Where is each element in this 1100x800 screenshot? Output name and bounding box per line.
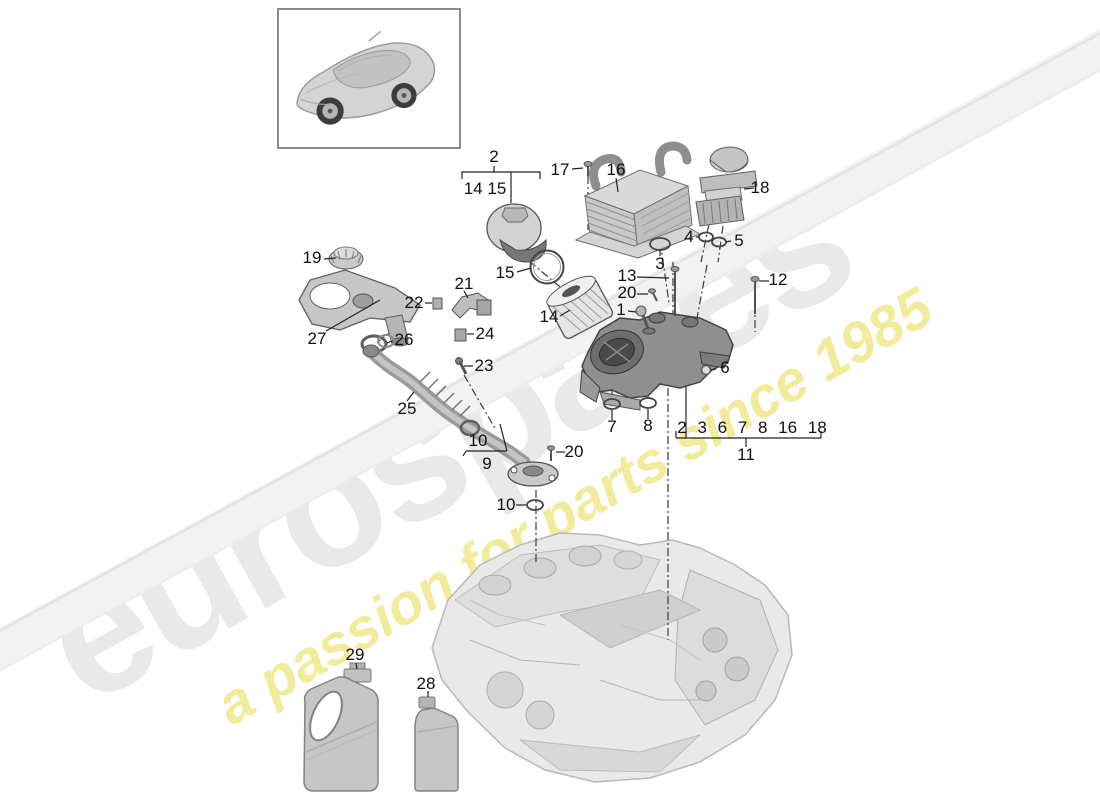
part-oil-filter-element: [546, 275, 614, 339]
part-oil-bottle-1l: [414, 696, 459, 792]
part-o-ring-15-inner: [533, 253, 561, 281]
engine-drawing: [431, 532, 793, 783]
callout-18[interactable]: 18: [750, 178, 770, 197]
callout-29[interactable]: 29: [345, 645, 365, 664]
callout-24[interactable]: 24: [475, 324, 495, 343]
part-screw-20-mid: [547, 445, 555, 461]
callout-4[interactable]: 4: [684, 227, 694, 246]
part-screw-17: [583, 161, 593, 176]
part-clip: [432, 297, 443, 310]
callout-6[interactable]: 6: [720, 358, 730, 377]
part-oil-hose: [362, 344, 559, 487]
reference-brackets: [461, 166, 822, 457]
callout-7[interactable]: 7: [607, 417, 617, 436]
callout-23[interactable]: 23: [474, 356, 494, 375]
callout-28[interactable]: 28: [416, 674, 436, 693]
callout-27[interactable]: 27: [307, 329, 327, 348]
callout-2[interactable]: 2: [489, 147, 499, 166]
callout-14-15[interactable]: 14 15: [463, 179, 507, 198]
part-oil-filter-console: [579, 311, 734, 411]
vehicle-thumbnail: [277, 8, 461, 149]
callout-10-lower[interactable]: 10: [496, 495, 516, 514]
part-o-ring-7: [603, 398, 621, 410]
callout-5[interactable]: 5: [734, 231, 744, 250]
callout-12[interactable]: 12: [768, 270, 788, 289]
part-oil-filter-cap: [486, 203, 547, 263]
part-oil-separator: [695, 146, 758, 227]
callout-20-top[interactable]: 20: [617, 283, 637, 302]
callout-14[interactable]: 14: [539, 307, 559, 326]
car-side-icon: [296, 30, 436, 125]
part-filler-neck-support: [298, 269, 421, 347]
part-bolt-6: [700, 364, 712, 376]
callout-17[interactable]: 17: [550, 160, 570, 179]
part-nut: [454, 328, 467, 342]
swoosh-graphic: [0, 28, 1100, 672]
part-o-ring-10: [526, 499, 544, 511]
part-screw-20-top: [648, 288, 658, 302]
leader-lines: [323, 167, 769, 697]
part-valve-1: [635, 305, 656, 335]
callout-11[interactable]: 11: [737, 445, 755, 464]
callout-3[interactable]: 3: [655, 254, 665, 273]
callout-8[interactable]: 8: [643, 416, 653, 435]
callout-22[interactable]: 22: [404, 293, 424, 312]
callout-group-members[interactable]: 2 3 6 7 8 16 18: [677, 418, 827, 437]
callout-21[interactable]: 21: [454, 274, 474, 293]
callout-26[interactable]: 26: [394, 330, 414, 349]
part-bolt-23: [455, 357, 468, 375]
callout-19[interactable]: 19: [302, 248, 322, 267]
callout-1[interactable]: 1: [616, 300, 626, 319]
part-oil-cooler: [574, 141, 702, 259]
part-bolt-12: [750, 276, 760, 314]
part-oil-filler-cap: [328, 246, 364, 270]
callout-9[interactable]: 9: [482, 454, 492, 473]
part-o-ring-8: [639, 397, 657, 409]
callout-10-upper[interactable]: 10: [468, 431, 488, 450]
part-o-ring-15: [529, 249, 565, 285]
part-oil-canister-5l: [303, 662, 379, 792]
callout-13[interactable]: 13: [617, 266, 637, 285]
part-bolt-13: [670, 266, 680, 316]
callout-20-mid[interactable]: 20: [564, 442, 584, 461]
callout-15[interactable]: 15: [495, 263, 515, 282]
callout-25[interactable]: 25: [397, 399, 417, 418]
callout-16[interactable]: 16: [606, 160, 626, 179]
part-support-bracket: [451, 292, 492, 319]
